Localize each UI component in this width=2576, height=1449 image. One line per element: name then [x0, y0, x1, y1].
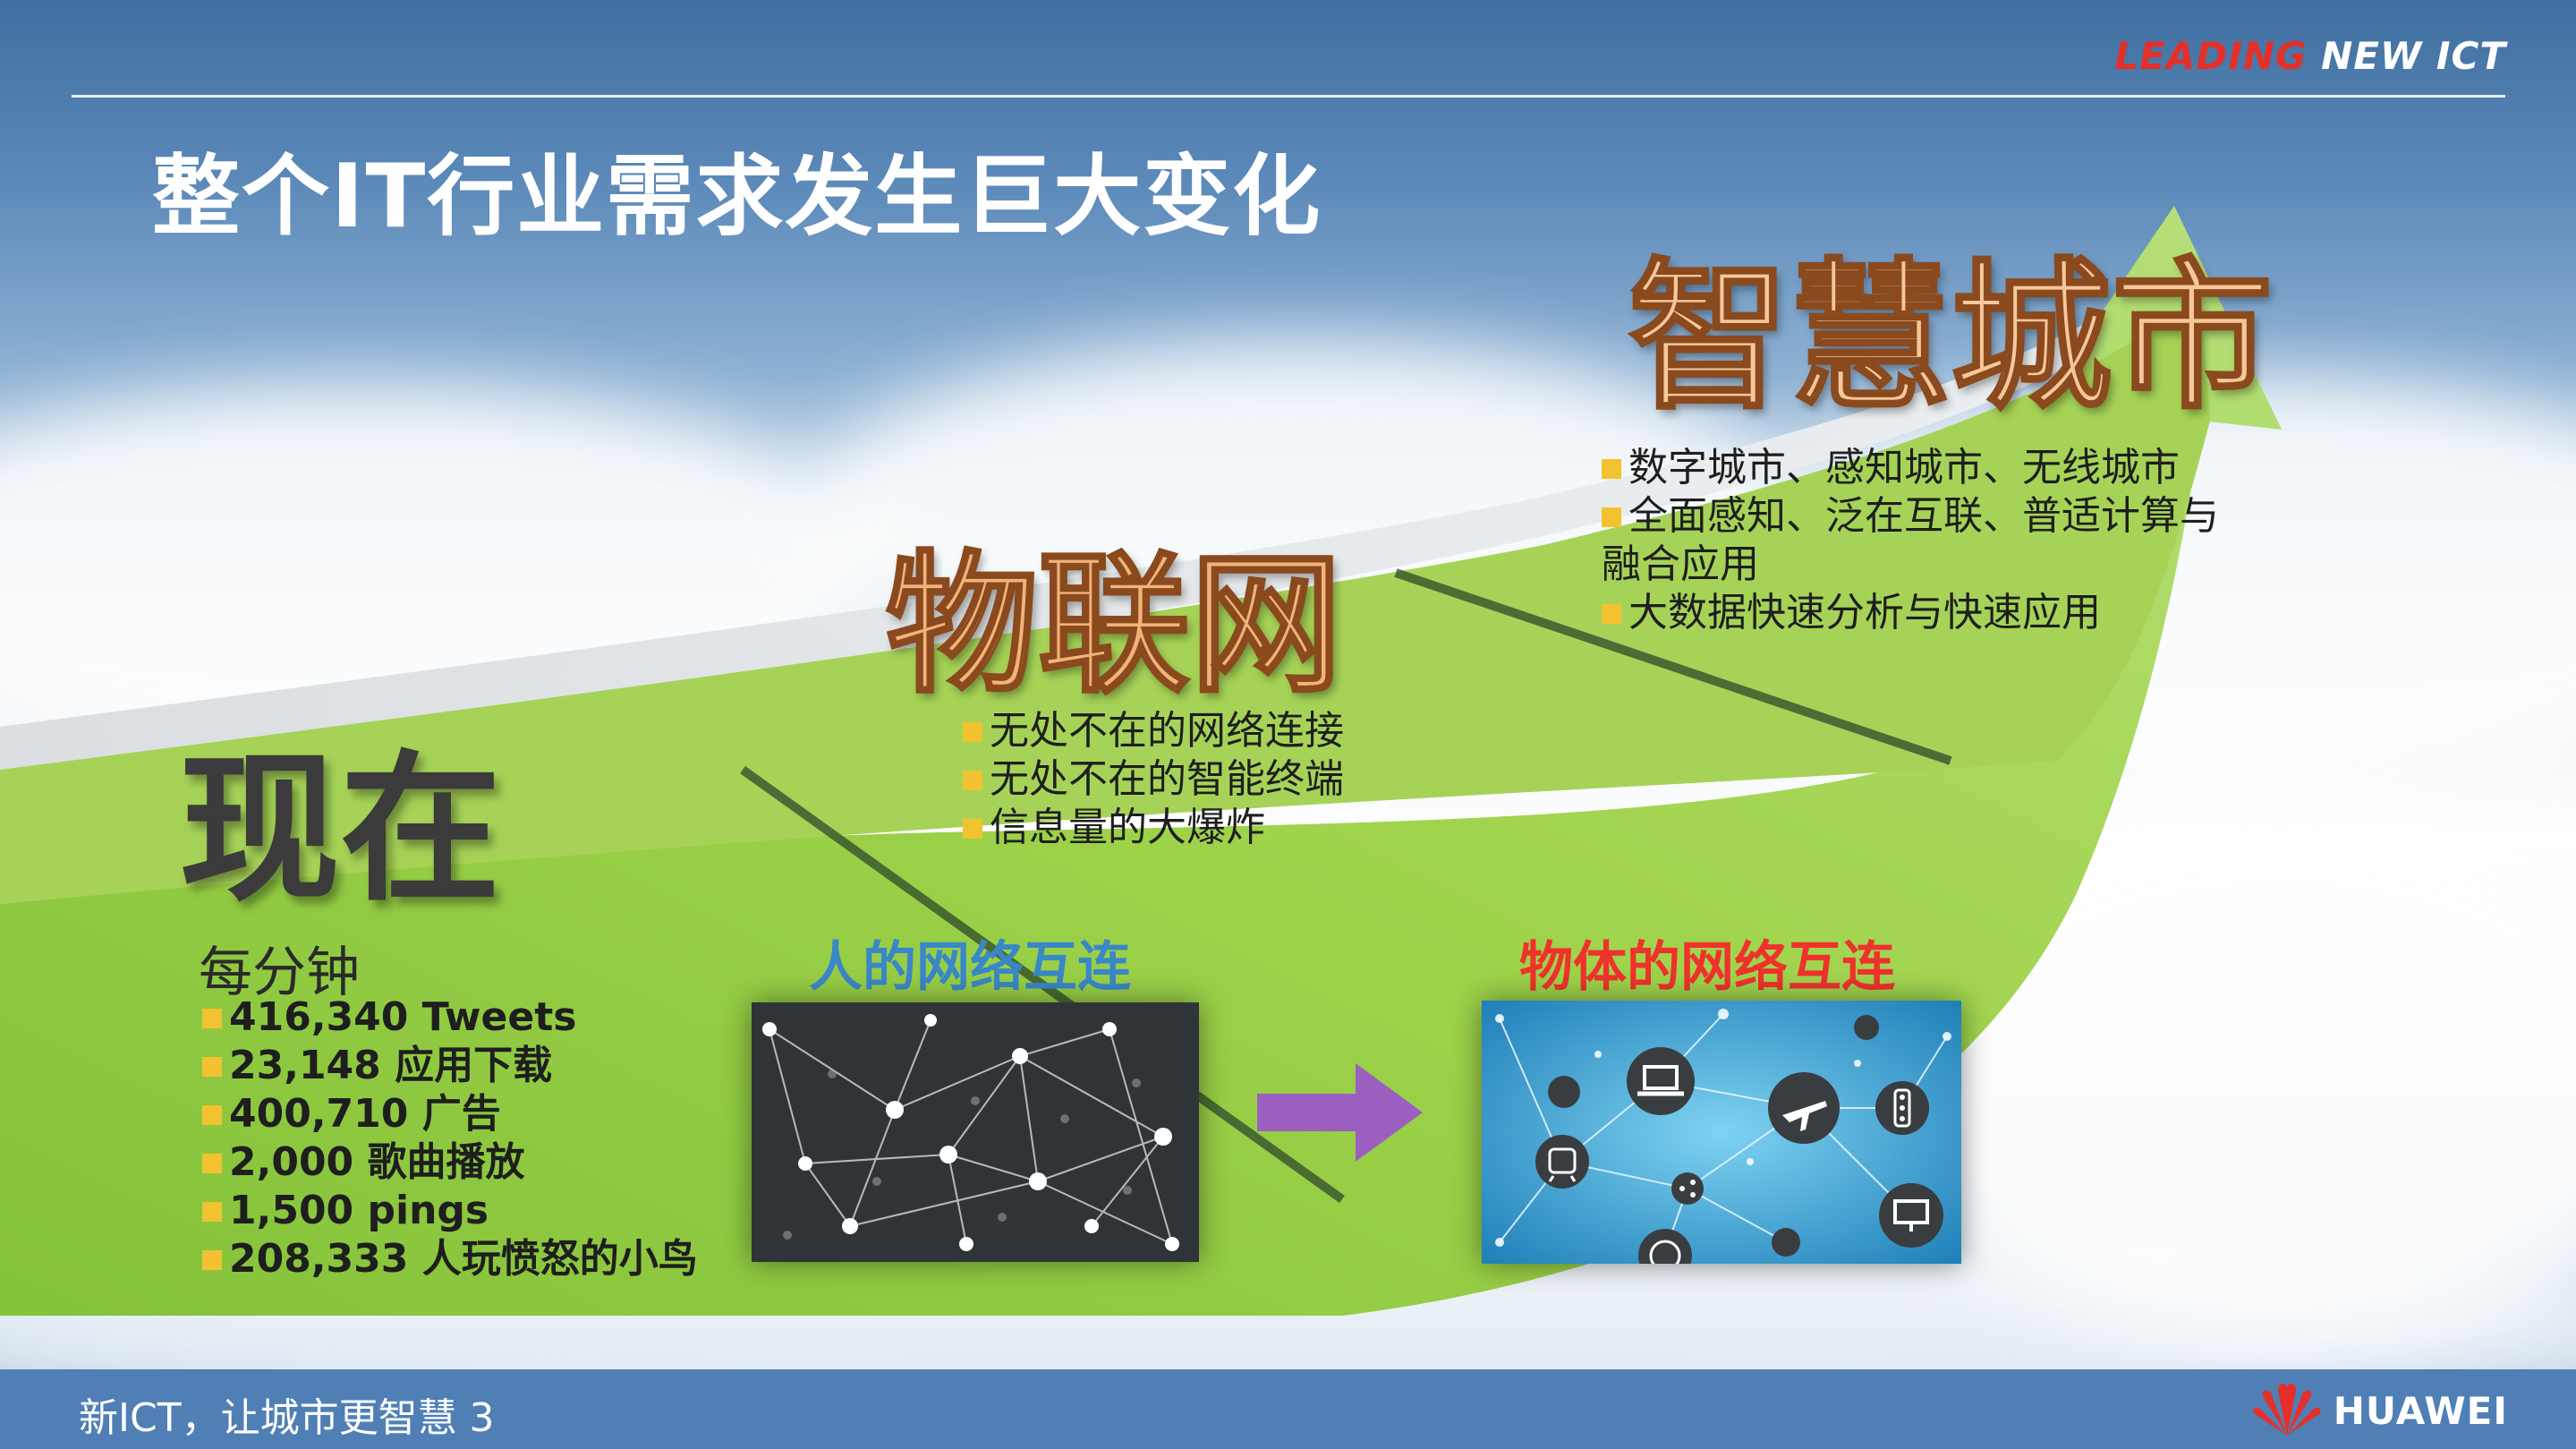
per-minute-heading: 每分钟	[199, 942, 360, 1004]
airplane-icon	[1768, 1072, 1840, 1144]
list-item: 23,148 应用下载	[202, 1042, 698, 1090]
brand-main: NEW ICT	[2321, 34, 2506, 78]
stage-now: 现在	[179, 735, 502, 924]
footer-brand: HUAWEI	[2333, 1389, 2508, 1433]
caption-human-network: 人的网络互连	[809, 936, 1131, 999]
footer-bar	[0, 1369, 2576, 1449]
list-item: 400,710 广告	[202, 1090, 698, 1138]
list-item: 全面感知、泛在互联、普适计算与	[1602, 492, 2219, 541]
header-divider	[72, 95, 2505, 98]
globe-icon	[1638, 1229, 1692, 1264]
laptop-icon	[1627, 1047, 1695, 1115]
leading-new-ict-logo: LEADING NEW ICT	[2114, 34, 2506, 78]
node-dot	[1854, 1015, 1879, 1040]
list-item: 2,000 歌曲播放	[202, 1138, 698, 1187]
footer-text: 新ICT，让城市更智慧 3	[79, 1395, 495, 1441]
list-item: 大数据快速分析与快速应用	[1602, 589, 2219, 637]
list-item: 无处不在的网络连接	[963, 707, 1344, 755]
list-item: 融合应用	[1602, 541, 1759, 587]
stage-smart-city: 智慧城市	[1627, 242, 2274, 433]
transition-arrow-icon	[1257, 1063, 1423, 1162]
slide-title: 整个IT行业需求发生巨大变化	[152, 146, 1322, 248]
list-item: 1,500 pings	[202, 1187, 698, 1235]
list-item: 208,333 人玩愤怒的小鸟	[202, 1235, 698, 1283]
per-minute-stats: 416,340 Tweets 23,148 应用下载 400,710 广告 2,…	[202, 993, 698, 1283]
huawei-logo	[2253, 1383, 2321, 1436]
node-dot	[1772, 1228, 1800, 1257]
share-icon	[1671, 1172, 1704, 1205]
traffic-light-icon	[1875, 1081, 1929, 1135]
stage-iot: 物联网	[884, 534, 1343, 716]
monitor-icon	[1879, 1183, 1943, 1248]
caption-thing-network: 物体的网络互连	[1519, 936, 1895, 999]
iot-points: 无处不在的网络连接 无处不在的智能终端 信息量的大爆炸	[963, 707, 1344, 852]
human-network-image	[752, 1002, 1199, 1262]
list-item: 无处不在的智能终端	[963, 755, 1344, 804]
thing-network-image	[1482, 1001, 1961, 1264]
list-item: 416,340 Tweets	[202, 993, 698, 1042]
node-dot	[1548, 1076, 1580, 1108]
list-item: 数字城市、感知城市、无线城市	[1602, 444, 2219, 492]
brand-accent: LEADING	[2114, 34, 2308, 78]
smart-city-points: 数字城市、感知城市、无线城市 全面感知、泛在互联、普适计算与 融合应用 大数据快…	[1602, 444, 2219, 637]
train-icon	[1535, 1135, 1589, 1189]
list-item: 信息量的大爆炸	[963, 804, 1344, 852]
